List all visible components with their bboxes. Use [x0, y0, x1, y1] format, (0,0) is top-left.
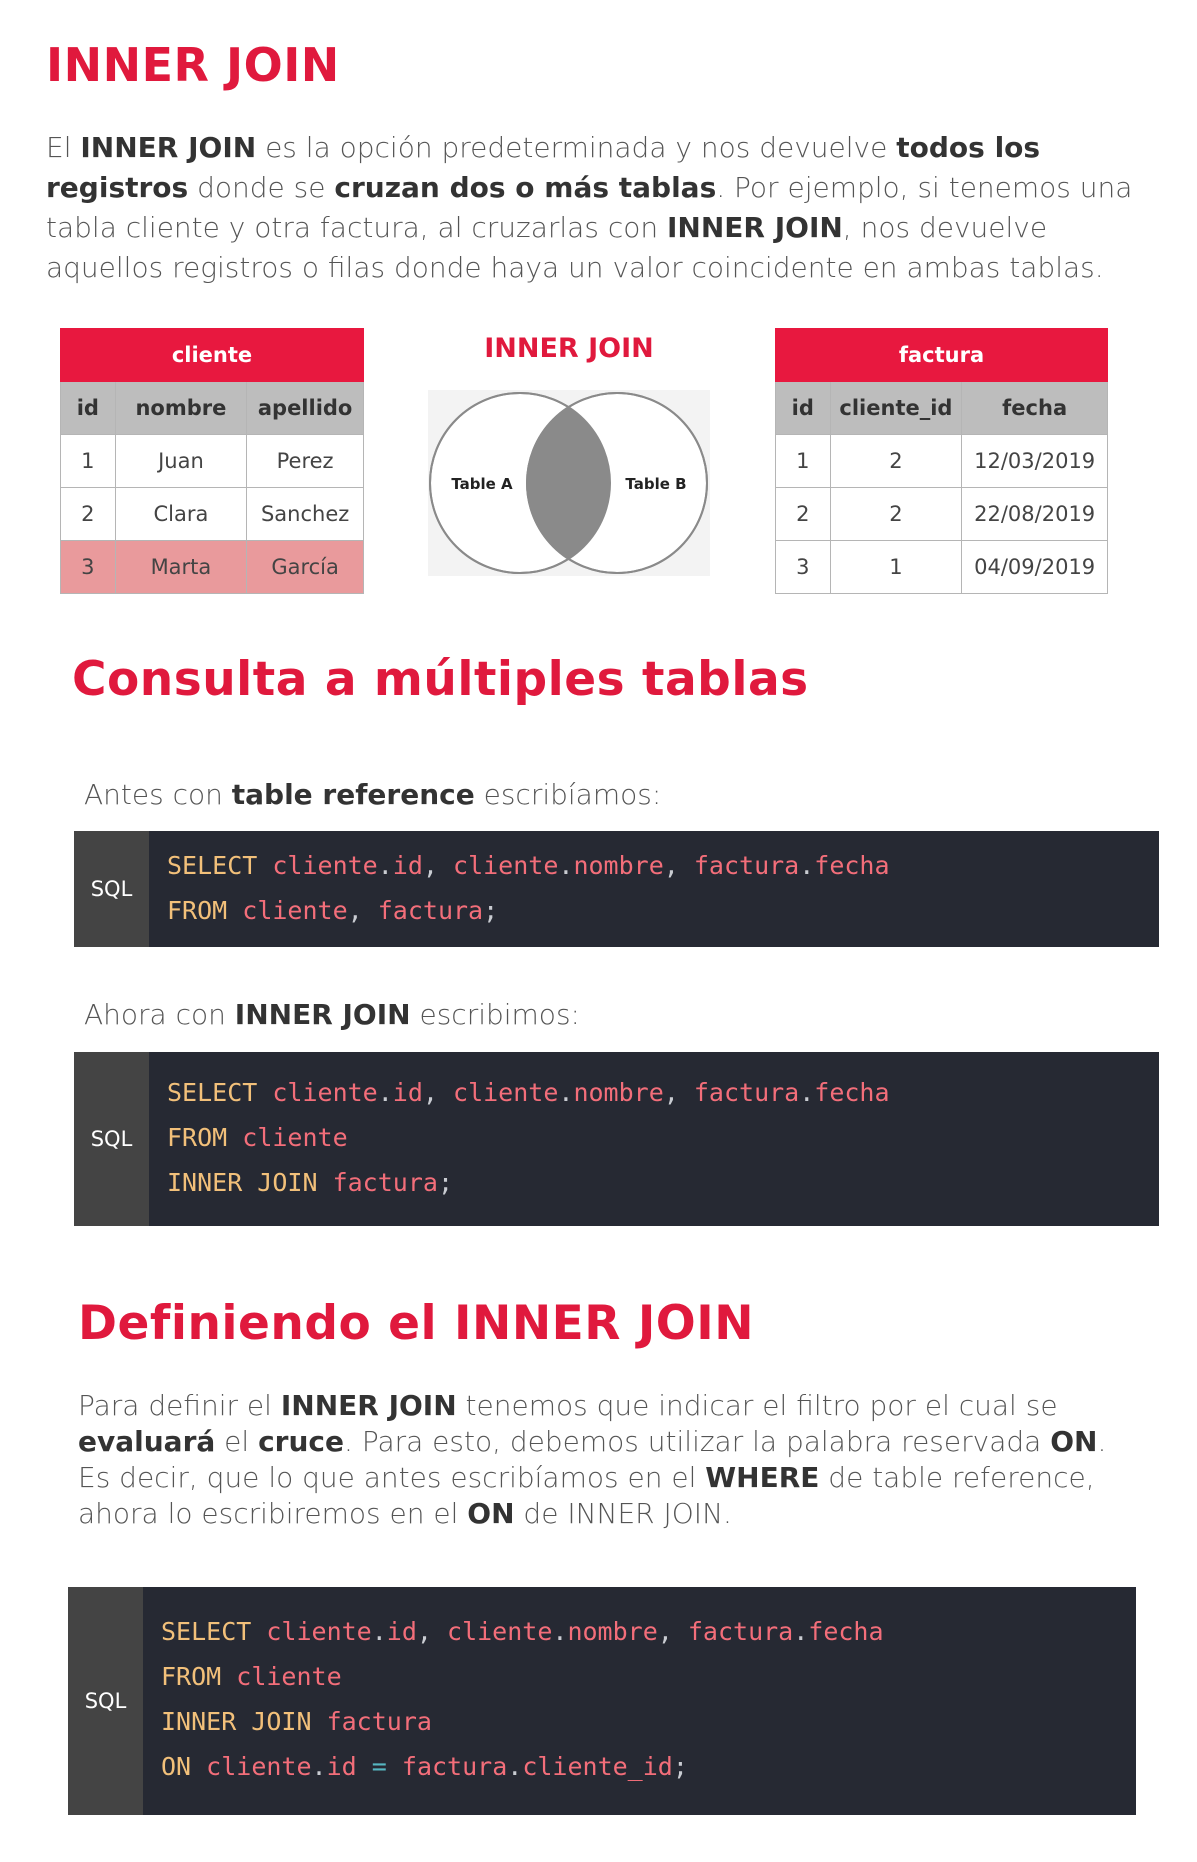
intro-paragraph: El INNER JOIN es la opción predeterminad… [46, 128, 1136, 288]
table-cell: 1 [60, 434, 116, 488]
section-title-consulta: Consulta a múltiples tablas [72, 652, 809, 707]
table-caption: factura [775, 328, 1108, 382]
code-line: FROM cliente [161, 1662, 342, 1691]
code-line: FROM cliente, factura; [167, 896, 499, 925]
table-cell: 1 [829, 540, 963, 594]
code-line: ON cliente.id = factura.cliente_id; [161, 1752, 688, 1781]
table-cell: 04/09/2019 [961, 540, 1108, 594]
code-lang-label: SQL [68, 1587, 143, 1815]
column-header: id [775, 381, 831, 435]
table-cell: 2 [775, 487, 831, 541]
bold-text: table reference [231, 778, 475, 811]
text-run: de INNER JOIN. [514, 1497, 732, 1530]
column-header: fecha [961, 381, 1108, 435]
code-lines: SELECT cliente.id, cliente.nombre, factu… [149, 831, 890, 947]
code-block-table-reference: SQL SELECT cliente.id, cliente.nombre, f… [74, 831, 1159, 947]
table-cell: Marta [114, 540, 248, 594]
code-lang-label: SQL [74, 1052, 149, 1226]
table-cell: 22/08/2019 [961, 487, 1108, 541]
section-title-definiendo: Definiendo el INNER JOIN [78, 1296, 755, 1351]
code-block-inner-join: SQL SELECT cliente.id, cliente.nombre, f… [74, 1052, 1159, 1226]
code-lines: SELECT cliente.id, cliente.nombre, factu… [149, 1052, 890, 1226]
text-run: . Para esto, debemos utilizar la palabra… [344, 1425, 1051, 1458]
intro-ahora: Ahora con INNER JOIN escribimos: [84, 995, 1084, 1035]
code-line: SELECT cliente.id, cliente.nombre, factu… [167, 851, 890, 880]
venn-intersection [527, 393, 610, 573]
table-cell: 1 [775, 434, 831, 488]
bold-text: evaluará [78, 1425, 216, 1458]
bold-text: INNER JOIN [667, 211, 843, 244]
table-cell: 3 [60, 540, 116, 594]
text-run: . Por ejemplo, si tenemos una tabla clie… [46, 171, 1133, 244]
text-run: . Es decir, que lo que antes escribíamos… [78, 1425, 1107, 1494]
table-cell: García [246, 540, 364, 594]
table-cell: Sanchez [246, 487, 364, 541]
text-run: donde se [188, 171, 335, 204]
bold-text: ON [1050, 1425, 1098, 1458]
page-title: INNER JOIN [46, 38, 340, 92]
venn-label-b: Table B [625, 475, 686, 493]
table-caption: cliente [60, 328, 364, 382]
bold-text: ON [467, 1497, 515, 1530]
text-run: de table reference, ahora lo escribiremo… [78, 1461, 1095, 1530]
table-cell: 2 [60, 487, 116, 541]
bold-text: INNER JOIN [280, 1389, 457, 1422]
table-cell: 2 [829, 434, 963, 488]
table-cell: 2 [829, 487, 963, 541]
table-cell: Juan [114, 434, 248, 488]
column-header: apellido [246, 381, 364, 435]
table-cell: Perez [246, 434, 364, 488]
intro-antes: Antes con table reference escribíamos: [84, 775, 1084, 815]
text-run: Ahora con [84, 998, 235, 1031]
code-lines: SELECT cliente.id, cliente.nombre, factu… [143, 1587, 884, 1815]
venn-label-a: Table A [451, 475, 513, 493]
table-cell: 12/03/2019 [961, 434, 1108, 488]
table-cell: Clara [114, 487, 248, 541]
text-run: escribimos: [410, 998, 580, 1031]
bold-text: WHERE [705, 1461, 820, 1494]
code-line: SELECT cliente.id, cliente.nombre, factu… [161, 1617, 884, 1646]
bold-text: INNER JOIN [80, 131, 257, 164]
text-run: Para definir el [78, 1389, 281, 1422]
text-run: Antes con [84, 778, 232, 811]
text-run: , nos devuelve aquellos registros o fila… [46, 211, 1104, 284]
venn-diagram: Table A Table B [428, 390, 710, 576]
venn-title: INNER JOIN [484, 333, 654, 364]
text-run: tenemos que indicar el filtro por el cua… [456, 1389, 1058, 1422]
bold-text: todos los registros [46, 131, 1041, 204]
code-line: INNER JOIN factura [161, 1707, 432, 1736]
table-cell: 3 [775, 540, 831, 594]
definiendo-paragraph: Para definir el INNER JOIN tenemos que i… [78, 1388, 1138, 1532]
column-header: cliente_id [829, 381, 963, 435]
column-header: nombre [114, 381, 248, 435]
bold-text: cruce [258, 1425, 345, 1458]
text-run: El [46, 131, 81, 164]
code-line: INNER JOIN factura; [167, 1168, 453, 1197]
text-run: es la opción predeterminada y nos devuel… [256, 131, 897, 164]
text-run: el [215, 1425, 259, 1458]
code-line: FROM cliente [167, 1123, 348, 1152]
bold-text: INNER JOIN [234, 998, 411, 1031]
code-block-inner-join-on: SQL SELECT cliente.id, cliente.nombre, f… [68, 1587, 1136, 1815]
bold-text: cruzan dos o más tablas [334, 171, 717, 204]
text-run: escribíamos: [474, 778, 662, 811]
code-lang-label: SQL [74, 831, 149, 947]
column-header: id [60, 381, 116, 435]
code-line: SELECT cliente.id, cliente.nombre, factu… [167, 1078, 890, 1107]
